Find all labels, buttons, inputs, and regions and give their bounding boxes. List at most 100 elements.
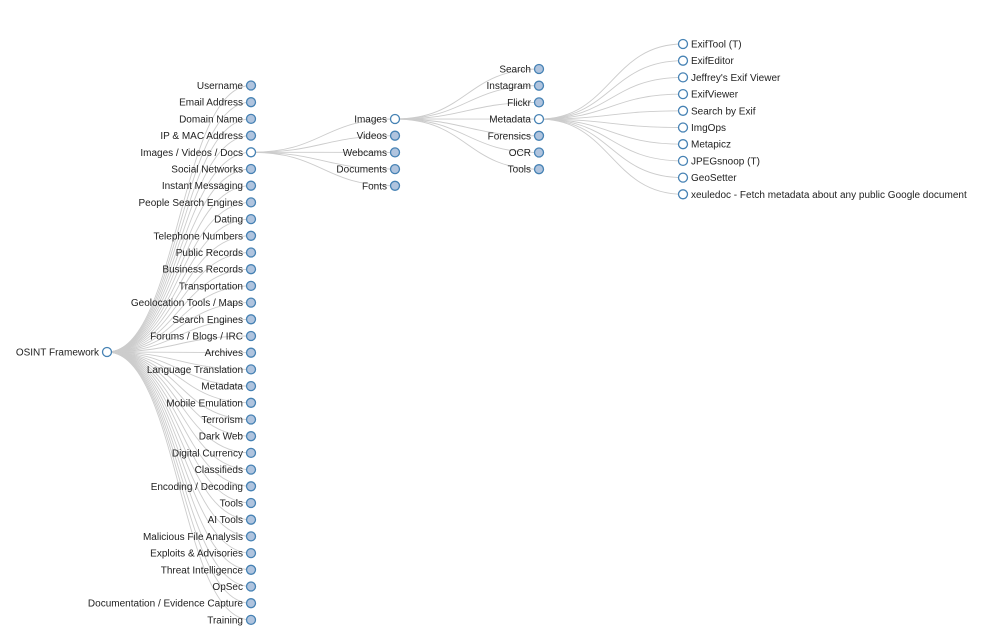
tree-node-webcams[interactable]: Webcams <box>343 147 401 159</box>
tree-node-username[interactable]: Username <box>197 80 257 92</box>
tree-node-email-address[interactable]: Email Address <box>179 97 257 109</box>
node-label[interactable]: IP & MAC Address <box>160 131 243 142</box>
node-circle-icon[interactable] <box>245 264 257 275</box>
node-circle-icon[interactable] <box>245 347 257 358</box>
node-circle-icon[interactable] <box>677 172 689 183</box>
tree-node-images[interactable]: Images <box>354 113 401 126</box>
tree-node-instant-messaging[interactable]: Instant Messaging <box>162 180 257 192</box>
node-label[interactable]: ExifViewer <box>691 90 739 101</box>
tree-node-tools[interactable]: Tools <box>220 497 257 510</box>
node-circle-icon[interactable] <box>533 97 545 108</box>
tree-node-language-translation[interactable]: Language Translation <box>147 364 257 376</box>
node-circle-icon[interactable] <box>677 105 689 116</box>
node-label[interactable]: Images / Videos / Docs <box>140 148 243 159</box>
node-label[interactable]: Threat Intelligence <box>161 565 244 576</box>
tree-node-threat-intelligence[interactable]: Threat Intelligence <box>161 564 257 576</box>
node-label[interactable]: Instagram <box>487 81 531 92</box>
node-label[interactable]: Tools <box>220 499 243 510</box>
tree-node-osint-framework[interactable]: OSINT Framework <box>16 346 113 359</box>
node-label[interactable]: Business Records <box>162 265 243 276</box>
node-label[interactable]: Videos <box>357 131 387 142</box>
node-circle-icon[interactable] <box>245 364 257 375</box>
node-circle-icon[interactable] <box>389 147 401 158</box>
node-circle-icon[interactable] <box>245 564 257 575</box>
tree-node-images-videos-docs[interactable]: Images / Videos / Docs <box>140 147 257 159</box>
node-label[interactable]: JPEGsnoop (T) <box>691 156 760 167</box>
tree-node-exploits-and-advisories[interactable]: Exploits & Advisories <box>150 547 257 560</box>
tree-node-ocr[interactable]: OCR <box>509 147 545 159</box>
node-circle-icon[interactable] <box>389 113 401 125</box>
node-circle-icon[interactable] <box>245 514 257 525</box>
tree-node-classifieds[interactable]: Classifieds <box>195 464 257 476</box>
node-label[interactable]: Classifieds <box>195 465 243 476</box>
tree-node-imgops[interactable]: ImgOps <box>677 122 727 134</box>
node-circle-icon[interactable] <box>533 63 545 75</box>
node-label[interactable]: Transportation <box>179 281 243 292</box>
node-label[interactable]: Instant Messaging <box>162 181 243 192</box>
tree-node-archives[interactable]: Archives <box>205 347 257 359</box>
tree-node-documentation-evidence-capture[interactable]: Documentation / Evidence Capture <box>88 598 257 610</box>
tree-node-malicious-file-analysis[interactable]: Malicious File Analysis <box>143 531 257 543</box>
tree-node-documents[interactable]: Documents <box>336 163 401 176</box>
node-label[interactable]: Webcams <box>343 148 387 159</box>
node-label[interactable]: Dating <box>214 215 243 226</box>
node-label[interactable]: Metapicz <box>691 140 731 151</box>
node-label[interactable]: Search Engines <box>172 315 243 326</box>
node-label[interactable]: Geolocation Tools / Maps <box>131 298 243 309</box>
node-circle-icon[interactable] <box>245 197 257 208</box>
tree-node-forums-blogs-irc[interactable]: Forums / Blogs / IRC <box>150 330 257 343</box>
node-circle-icon[interactable] <box>677 155 689 167</box>
node-label[interactable]: Language Translation <box>147 365 243 376</box>
node-circle-icon[interactable] <box>245 447 257 459</box>
node-label[interactable]: Digital Currency <box>172 448 243 459</box>
node-circle-icon[interactable] <box>245 330 257 342</box>
node-circle-icon[interactable] <box>389 130 401 141</box>
tree-node-fonts[interactable]: Fonts <box>362 180 401 192</box>
tree-node-ip-and-mac-address[interactable]: IP & MAC Address <box>160 130 257 142</box>
node-circle-icon[interactable] <box>245 113 257 125</box>
node-label[interactable]: Terrorism <box>201 415 243 426</box>
node-label[interactable]: GeoSetter <box>691 173 737 184</box>
tree-node-dark-web[interactable]: Dark Web <box>199 431 257 443</box>
node-circle-icon[interactable] <box>677 139 689 150</box>
node-circle-icon[interactable] <box>245 213 257 225</box>
tree-node-dating[interactable]: Dating <box>214 213 257 226</box>
tree-node-search[interactable]: Search <box>499 63 545 76</box>
node-label[interactable]: Telephone Numbers <box>154 231 244 242</box>
node-circle-icon[interactable] <box>533 164 545 175</box>
node-label[interactable]: AI Tools <box>208 515 243 526</box>
node-circle-icon[interactable] <box>677 189 689 200</box>
node-label[interactable]: Flickr <box>507 98 532 109</box>
node-label[interactable]: Training <box>207 615 243 626</box>
node-label[interactable]: ExifEditor <box>691 56 734 67</box>
node-label[interactable]: OpSec <box>212 582 243 593</box>
node-circle-icon[interactable] <box>101 346 113 358</box>
tree-node-encoding-decoding[interactable]: Encoding / Decoding <box>151 481 257 493</box>
tree-node-tools[interactable]: Tools <box>508 164 545 176</box>
node-circle-icon[interactable] <box>533 147 545 158</box>
node-label[interactable]: Public Records <box>176 248 243 259</box>
node-label[interactable]: Forensics <box>488 131 531 142</box>
node-label[interactable]: Dark Web <box>199 432 244 443</box>
node-circle-icon[interactable] <box>245 280 257 292</box>
node-circle-icon[interactable] <box>389 163 401 175</box>
node-circle-icon[interactable] <box>245 380 257 392</box>
node-circle-icon[interactable] <box>533 130 545 141</box>
tree-node-geosetter[interactable]: GeoSetter <box>677 172 738 184</box>
tree-node-business-records[interactable]: Business Records <box>162 264 257 276</box>
node-label[interactable]: Jeffrey's Exif Viewer <box>691 73 781 84</box>
tree-node-exiftool-t[interactable]: ExifTool (T) <box>677 38 742 51</box>
node-circle-icon[interactable] <box>245 397 257 408</box>
node-label[interactable]: Username <box>197 81 244 92</box>
node-circle-icon[interactable] <box>389 180 401 191</box>
node-label[interactable]: Email Address <box>179 98 243 109</box>
tree-node-geolocation-tools-maps[interactable]: Geolocation Tools / Maps <box>131 297 257 309</box>
node-circle-icon[interactable] <box>245 180 257 191</box>
node-circle-icon[interactable] <box>245 297 257 308</box>
node-circle-icon[interactable] <box>245 230 257 241</box>
tree-node-flickr[interactable]: Flickr <box>507 97 545 109</box>
tree-node-metapicz[interactable]: Metapicz <box>677 139 732 151</box>
node-circle-icon[interactable] <box>245 547 257 559</box>
node-circle-icon[interactable] <box>245 581 257 592</box>
node-label[interactable]: Documentation / Evidence Capture <box>88 599 244 610</box>
